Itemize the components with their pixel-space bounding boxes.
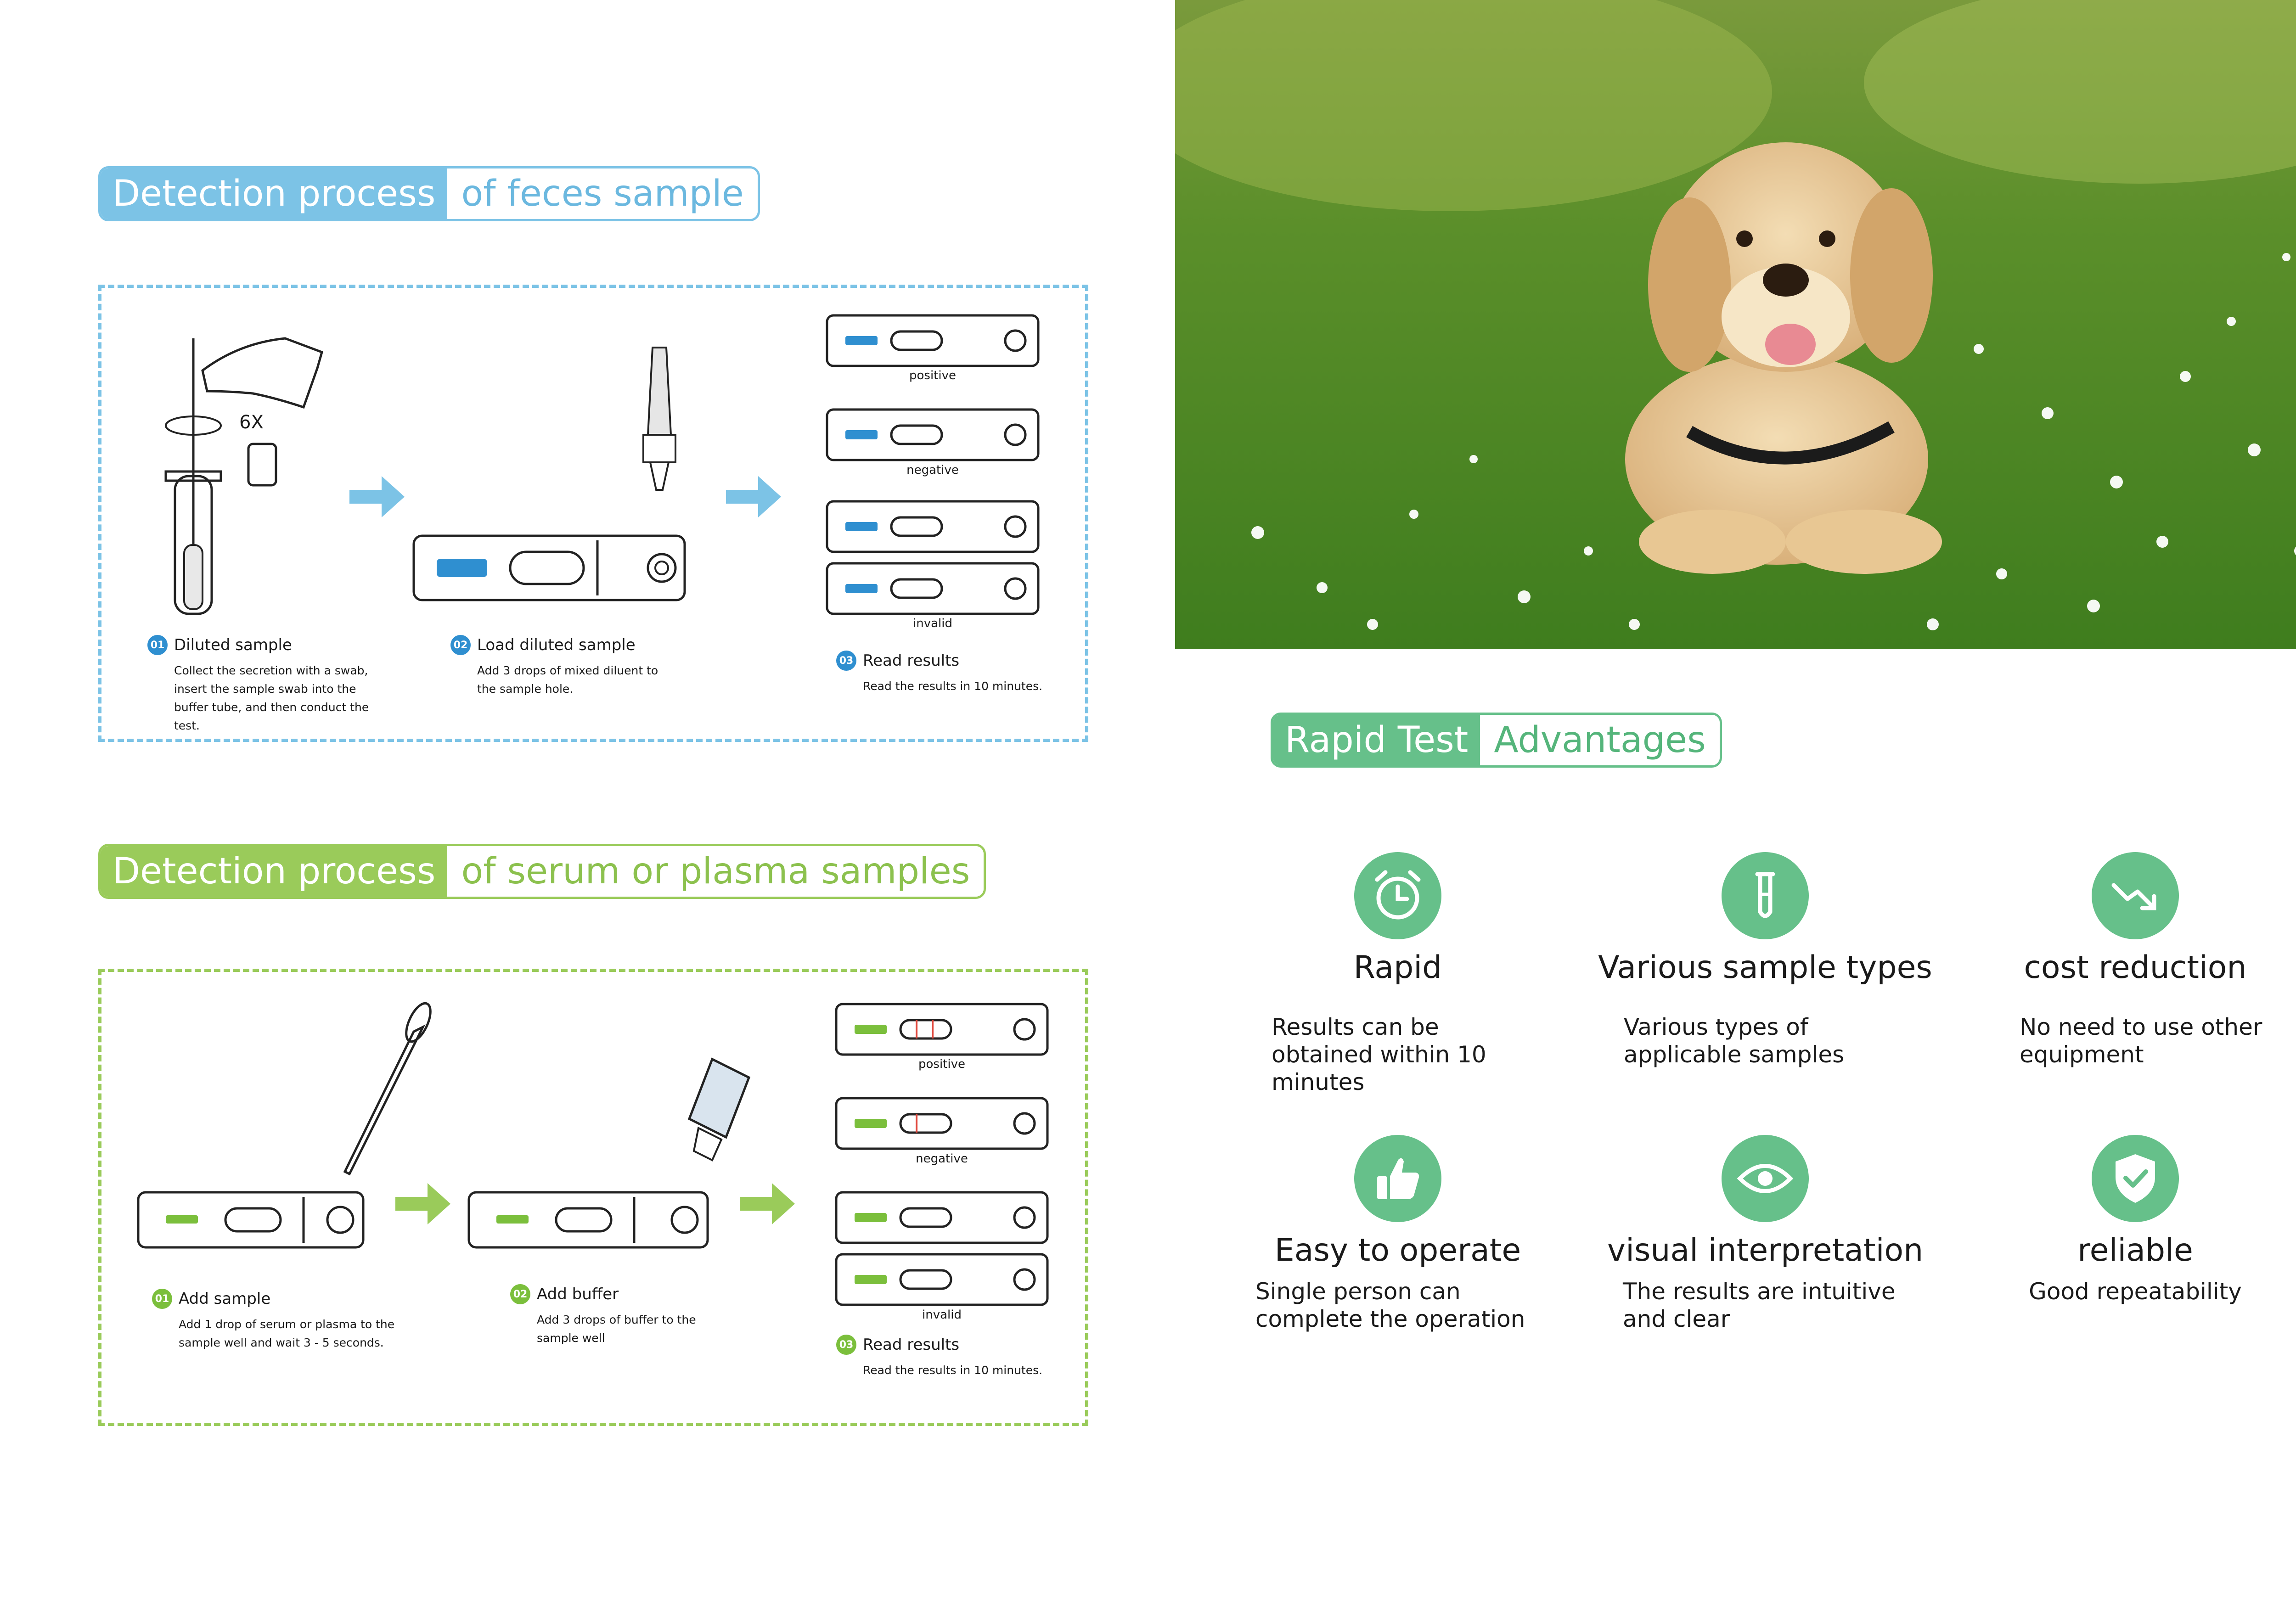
step-title: Add buffer — [537, 1285, 619, 1303]
result-negative-label: negative — [916, 1152, 968, 1166]
step-title: Read results — [863, 651, 960, 670]
title-light: of serum or plasma samples — [447, 846, 984, 897]
test-tube-icon — [1722, 852, 1809, 939]
title-strong: Detection process — [101, 846, 448, 897]
step-number: 01 — [152, 1289, 172, 1309]
serum-process-illustration — [137, 1002, 1049, 1306]
result-positive-label: positive — [918, 1057, 965, 1071]
advantage-easy-to-operate: Easy to operate Single person can comple… — [1223, 1135, 1572, 1333]
feces-process-panel: 6X positive negative invalid 01 Diluted … — [98, 285, 1088, 742]
serum-step-2: 02 Add buffer Add 3 drops of buffer to t… — [510, 1284, 731, 1347]
serum-step-1: 01 Add sample Add 1 drop of serum or pla… — [152, 1289, 409, 1352]
title-strong: Rapid Test — [1273, 715, 1480, 765]
advantage-sample-types: Various sample types Various types of ap… — [1591, 852, 1940, 1068]
trend-down-icon — [2092, 852, 2179, 939]
advantage-cost-reduction: cost reduction No need to use other equi… — [1961, 852, 2296, 1068]
result-invalid-label: invalid — [913, 617, 952, 630]
advantage-heading: visual interpretation — [1607, 1232, 1924, 1269]
step-desc: Read the results in 10 minutes. — [863, 679, 1043, 693]
advantage-rapid: Rapid Results can be obtained within 10 … — [1223, 852, 1572, 1096]
advantages-title: Rapid Test Advantages — [1271, 713, 1722, 768]
advantage-text: No need to use other equipment — [2020, 1014, 2262, 1068]
serum-process-panel: positive negative invalid 01 Add sample … — [98, 969, 1088, 1426]
feces-section-title: Detection process of feces sample — [98, 166, 760, 221]
result-negative-label: negative — [906, 463, 959, 477]
feces-step-2: 02 Load diluted sample Add 3 drops of mi… — [450, 635, 671, 698]
advantage-heading: cost reduction — [2024, 949, 2247, 986]
dog-photo — [1175, 0, 2296, 649]
shield-check-icon — [2092, 1135, 2179, 1222]
step-number: 01 — [147, 635, 168, 655]
advantage-reliable: reliable Good repeatability — [1961, 1135, 2296, 1305]
step-number: 03 — [836, 651, 856, 671]
advantage-text: Results can be obtained within 10 minute… — [1272, 1014, 1486, 1095]
step-title: Add sample — [179, 1290, 271, 1308]
advantage-text: The results are intuitive and clear — [1623, 1278, 1896, 1332]
title-light: Advantages — [1480, 715, 1720, 765]
step-number: 03 — [836, 1335, 856, 1355]
advantage-text: Good repeatability — [2029, 1278, 2242, 1305]
serum-section-title: Detection process of serum or plasma sam… — [98, 844, 986, 899]
step-desc: Read the results in 10 minutes. — [863, 1364, 1043, 1377]
step-number: 02 — [510, 1284, 530, 1304]
advantage-heading: reliable — [2077, 1232, 2193, 1269]
step-title: Load diluted sample — [477, 636, 636, 654]
advantage-heading: Rapid — [1353, 949, 1442, 986]
result-positive-label: positive — [909, 369, 956, 382]
dog-in-grass-image — [1175, 0, 2296, 649]
step-desc: Add 3 drops of buffer to the sample well — [537, 1313, 696, 1345]
advantage-heading: Easy to operate — [1274, 1232, 1521, 1269]
step-desc: Add 3 drops of mixed diluent to the samp… — [477, 664, 658, 696]
thumbs-up-icon — [1354, 1135, 1441, 1222]
result-invalid-label: invalid — [922, 1308, 962, 1322]
alarm-clock-icon — [1354, 852, 1441, 939]
advantage-heading: Various sample types — [1598, 949, 1932, 986]
eye-icon — [1722, 1135, 1809, 1222]
advantage-visual-interpretation: visual interpretation The results are in… — [1591, 1135, 1940, 1333]
step-desc: Collect the secretion with a swab, inser… — [174, 664, 369, 732]
step-title: Read results — [863, 1336, 960, 1354]
title-strong: Detection process — [101, 168, 448, 219]
feces-step-3: 03 Read results Read the results in 10 m… — [836, 651, 1075, 696]
advantage-text: Various types of applicable samples — [1624, 1014, 1845, 1068]
swirl-label: 6X — [239, 412, 264, 433]
feces-process-illustration — [164, 314, 1040, 615]
step-desc: Add 1 drop of serum or plasma to the sam… — [179, 1318, 395, 1349]
advantage-text: Single person can complete the operation — [1255, 1278, 1525, 1332]
feces-step-1: 01 Diluted sample Collect the secretion … — [147, 635, 377, 735]
step-number: 02 — [450, 635, 471, 655]
serum-step-3: 03 Read results Read the results in 10 m… — [836, 1335, 1075, 1380]
title-light: of feces sample — [447, 168, 758, 219]
step-title: Diluted sample — [174, 636, 292, 654]
